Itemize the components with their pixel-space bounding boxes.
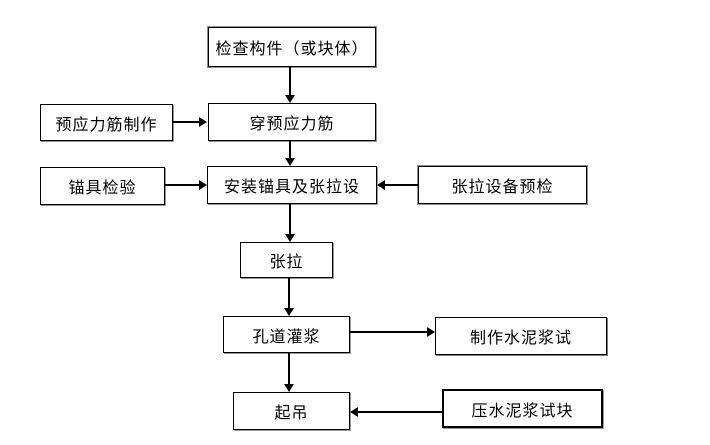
arrow-grouting-to-cementtest-head: [427, 327, 435, 337]
arrow-anchorage-to-install-head: [199, 180, 207, 190]
arrow-cementblock-to-lifting-head: [350, 407, 358, 417]
node-make-cement-paste-test: 制作水泥浆试: [435, 317, 607, 355]
arrow-install-to-tension-line: [289, 204, 291, 234]
arrow-check-to-thread-line: [289, 67, 291, 95]
node-press-cement-paste-block: 压水泥浆试块: [442, 389, 603, 428]
arrow-grouting-to-lifting-head: [284, 384, 294, 392]
arrow-precheck-to-install-line: [385, 184, 418, 186]
node-tensioning: 张拉: [240, 242, 333, 278]
arrow-thread-to-install-line: [289, 141, 291, 158]
node-anchorage-inspection: 锚具检验: [40, 167, 165, 205]
arrow-cementblock-to-lifting-line: [358, 411, 442, 413]
arrow-grouting-to-cementtest-line: [350, 331, 427, 333]
arrow-tension-to-grouting-head: [284, 308, 294, 316]
node-tension-equipment-precheck: 张拉设备预检: [417, 165, 588, 205]
arrow-install-to-tension-head: [285, 234, 295, 242]
arrow-precheck-to-install-head: [377, 180, 385, 190]
arrow-thread-to-install-head: [285, 158, 295, 166]
arrow-check-to-thread-head: [285, 95, 295, 103]
node-check-component: 检查构件（或块体）: [207, 26, 377, 68]
node-tendon-fabrication: 预应力筋制作: [40, 104, 173, 141]
arrow-fabrication-to-thread-line: [173, 121, 199, 123]
arrow-tension-to-grouting-line: [288, 278, 290, 308]
arrow-anchorage-to-install-line: [165, 184, 199, 186]
node-thread-tendon: 穿预应力筋: [208, 103, 376, 141]
arrow-fabrication-to-thread-head: [199, 117, 207, 127]
node-lifting: 起吊: [233, 392, 350, 430]
arrow-grouting-to-lifting-line: [288, 353, 290, 384]
node-install-anchorage: 安装锚具及张拉设: [207, 166, 377, 204]
node-duct-grouting: 孔道灌浆: [223, 316, 350, 353]
